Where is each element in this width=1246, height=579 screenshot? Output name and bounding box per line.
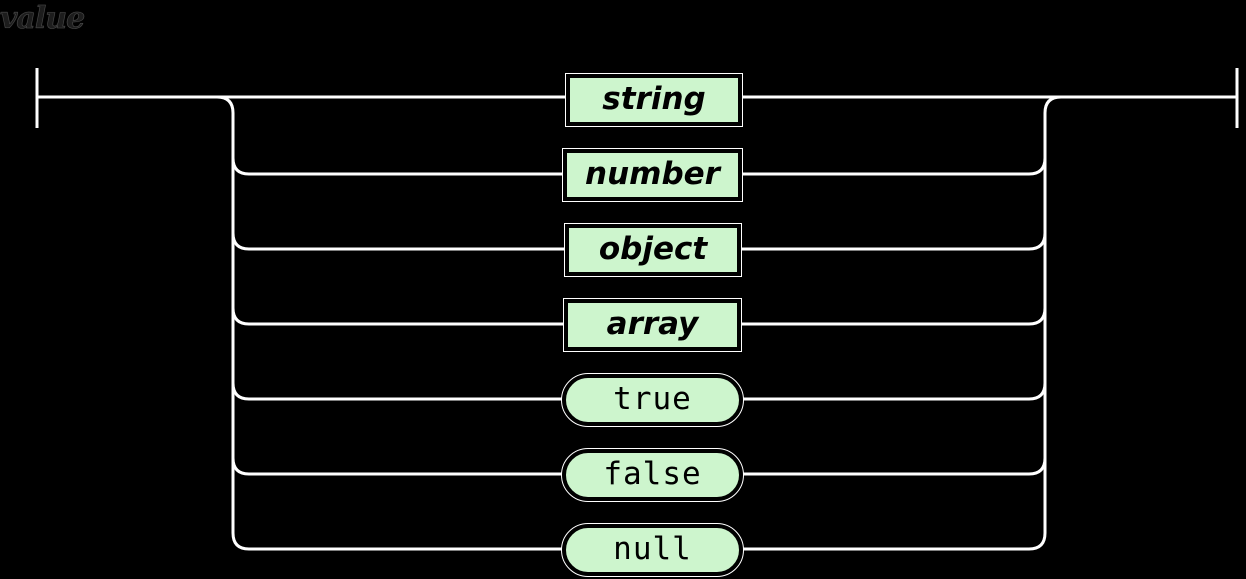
node-label-string: string: [602, 80, 706, 117]
node-label-number: number: [585, 155, 720, 192]
rail-branch-in-object: [231, 232, 565, 251]
rail-branch-out-number: [742, 157, 1047, 176]
node-number[interactable]: number: [562, 148, 743, 202]
rail-branch-out-false: [743, 457, 1047, 476]
node-string[interactable]: string: [565, 73, 743, 127]
node-label-null: null: [613, 530, 692, 567]
node-array[interactable]: array: [563, 298, 742, 352]
rail-branch-out-object: [741, 232, 1047, 251]
rail-branch-out-true: [743, 382, 1047, 401]
node-label-false: false: [603, 455, 702, 492]
rail-branch-in-number: [231, 157, 563, 176]
rail-split-spine: [37, 95, 562, 551]
node-label-object: object: [598, 230, 708, 267]
rail-branch-in-false: [231, 457, 562, 476]
node-object[interactable]: object: [564, 223, 742, 277]
node-label-array: array: [606, 305, 699, 342]
rail-branch-in-true: [231, 382, 562, 401]
node-false[interactable]: false: [561, 448, 744, 502]
diagram-title: value: [0, 1, 85, 36]
rail-branch-in-array: [231, 307, 564, 326]
rail-branch-out-array: [741, 307, 1047, 326]
rail-merge-spine: [743, 95, 1237, 551]
node-true[interactable]: true: [561, 373, 744, 427]
node-null[interactable]: null: [561, 523, 744, 577]
node-label-true: true: [613, 380, 692, 417]
